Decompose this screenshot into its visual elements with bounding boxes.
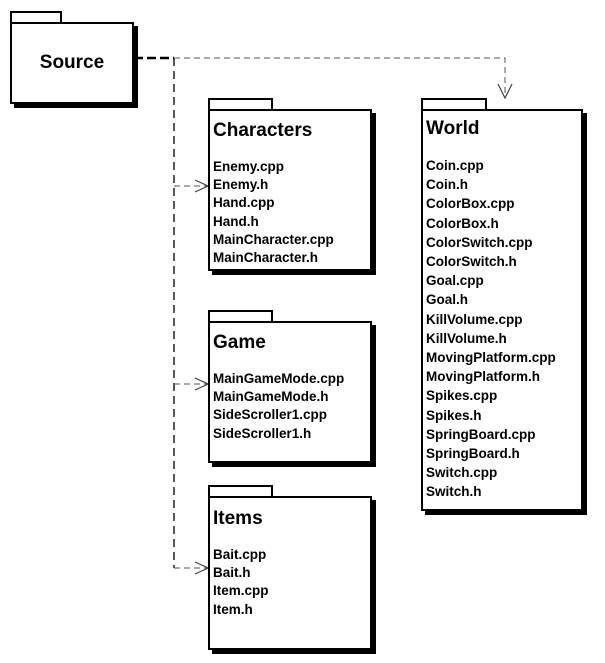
file-list: Enemy.cpp Enemy.h Hand.cpp Hand.h MainCh… [213,158,370,267]
file-item: Spikes.h [426,407,482,423]
file-item: KillVolume.cpp [426,311,523,327]
package-title: Source [39,52,105,73]
file-item: SpringBoard.h [426,446,520,462]
file-item: Goal.h [426,292,469,308]
package-body: Source [10,22,134,104]
file-item: Item.h [213,601,253,617]
file-item: Bait.h [213,565,251,581]
file-item: Goal.cpp [426,273,484,289]
file-item: SideScroller1.cpp [213,407,328,423]
file-item: KillVolume.h [426,330,507,346]
file-item: MainGameMode.cpp [213,371,345,386]
package-tab [208,98,273,110]
package-tab [421,98,487,110]
package-title: Items [213,508,263,529]
package-title: Characters [213,120,313,141]
package-items: Items Bait.cpp Bait.h Item.cpp Item.h [208,485,378,655]
file-item: MainGameMode.h [213,389,329,405]
file-item: Item.cpp [213,583,269,599]
file-item: SpringBoard.cpp [426,426,536,442]
package-body: Items Bait.cpp Bait.h Item.cpp Item.h [208,496,372,650]
file-item: SideScroller1.h [213,425,312,441]
package-game: Game MainGameMode.cpp MainGameMode.h Sid… [208,310,378,468]
package-tab [208,485,273,497]
file-item: Hand.h [213,213,259,229]
file-item: Switch.h [426,484,482,500]
file-item: ColorBox.h [426,215,499,231]
package-body: Game MainGameMode.cpp MainGameMode.h Sid… [208,321,372,463]
file-item: ColorSwitch.h [426,254,517,270]
package-title: World [426,118,480,139]
file-list: Bait.cpp Bait.h Item.cpp Item.h [213,546,370,619]
file-list: MainGameMode.cpp MainGameMode.h SideScro… [213,370,370,443]
file-item: Coin.cpp [426,158,484,173]
file-item: MovingPlatform.h [426,369,540,385]
file-item: Bait.cpp [213,547,267,562]
arrowhead-world [497,83,513,100]
package-world: World Coin.cpp Coin.h ColorBox.cpp Color… [421,98,589,516]
package-body: World Coin.cpp Coin.h ColorBox.cpp Color… [421,109,583,511]
package-title: Game [213,332,266,353]
package-tab [10,11,62,23]
package-characters: Characters Enemy.cpp Enemy.h Hand.cpp Ha… [208,98,378,276]
package-source: Source [10,11,138,109]
file-item: ColorBox.cpp [426,196,515,212]
file-item: ColorSwitch.cpp [426,234,533,250]
file-item: Coin.h [426,177,468,193]
file-item: MainCharacter.h [213,250,319,266]
file-item: MainCharacter.cpp [213,231,334,247]
file-item: Spikes.cpp [426,388,498,404]
package-tab [208,310,273,322]
package-body: Characters Enemy.cpp Enemy.h Hand.cpp Ha… [208,109,372,271]
file-item: Enemy.cpp [213,159,285,174]
file-item: MovingPlatform.cpp [426,350,556,366]
file-item: Enemy.h [213,177,269,193]
file-item: Hand.cpp [213,195,275,211]
file-item: Switch.cpp [426,465,498,481]
file-list: Coin.cpp Coin.h ColorBox.cpp ColorBox.h … [426,156,581,502]
branch-world [174,57,506,98]
